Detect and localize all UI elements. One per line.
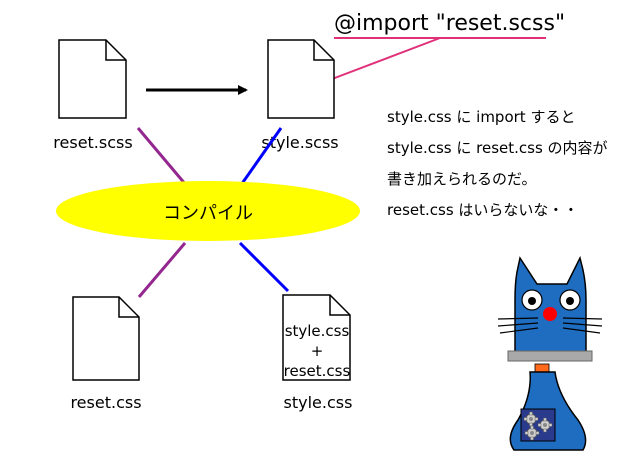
note-line-3: 書き加えられるのだ。	[387, 170, 537, 188]
label-style-css: style.css	[284, 393, 353, 412]
compile-ellipse	[56, 181, 360, 241]
note-line-1: style.css に import すると	[387, 108, 575, 126]
connector-blue-bottom	[238, 241, 290, 293]
file-icon-reset-css	[72, 296, 140, 381]
label-reset-scss: reset.scss	[53, 133, 132, 152]
cat-robot-illustration	[497, 255, 603, 451]
connector-blue-top	[239, 127, 283, 186]
file-icon-style-css	[282, 294, 351, 381]
cat-nose-icon	[543, 307, 557, 321]
compile-label: コンパイル	[163, 203, 253, 224]
file-icon-reset-scss	[58, 39, 127, 119]
file-icon-style-scss	[267, 39, 335, 119]
note-text: style.css に import すると style.css に reset…	[387, 108, 608, 219]
import-title: @import "reset.scss"	[334, 11, 565, 36]
label-style-scss: style.scss	[261, 133, 338, 152]
connector-purple-bottom	[137, 242, 187, 298]
label-reset-css: reset.css	[70, 393, 141, 412]
bundle-line-3: reset.css	[284, 362, 351, 380]
note-line-2: style.css に reset.css の内容が	[387, 139, 608, 157]
bundle-line-2: +	[311, 342, 324, 360]
connector-purple-top	[136, 127, 188, 186]
bundle-line-1: style.css	[285, 322, 350, 340]
note-line-4: reset.css はいらないな・・	[387, 201, 578, 219]
